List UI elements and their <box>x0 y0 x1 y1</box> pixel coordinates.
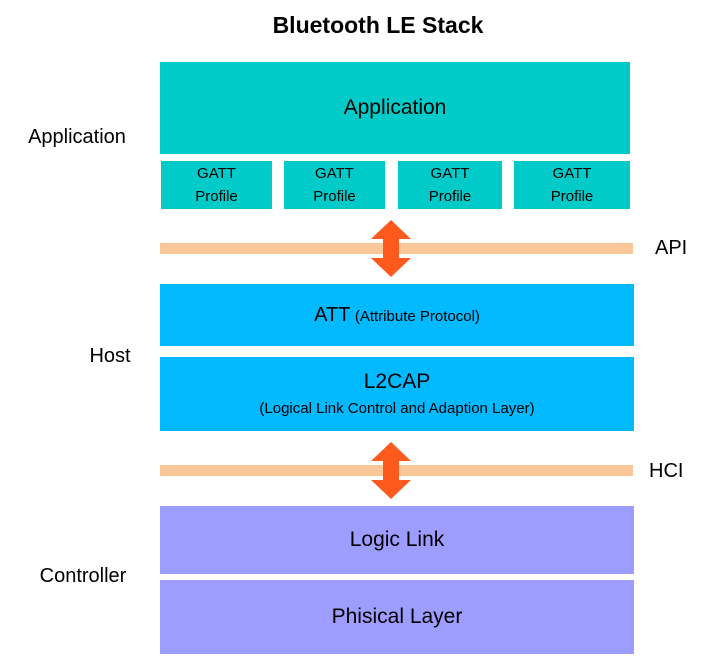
physical-layer: Phisical Layer <box>160 580 634 654</box>
section-label-host: Host <box>89 345 131 367</box>
gatt-profile-4: GATT Profile <box>514 161 630 209</box>
gatt-profile-line2: Profile <box>313 188 356 205</box>
diagram-title: Bluetooth LE Stack <box>272 12 484 38</box>
att-description: (Attribute Protocol) <box>354 307 480 325</box>
l2cap-layer: L2CAP (Logical Link Control and Adaption… <box>160 357 634 431</box>
gatt-profile-line1: GATT <box>315 165 354 182</box>
section-label-application: Application <box>28 126 126 148</box>
gatt-profile-line2: Profile <box>550 188 594 205</box>
gatt-profile-3: GATT Profile <box>398 161 502 209</box>
gatt-profile-2: GATT Profile <box>284 161 385 209</box>
l2cap-description: (Logical Link Control and Adaption Layer… <box>259 400 535 417</box>
gatt-profile-line1: GATT <box>430 165 470 182</box>
logic-link-label: Logic Link <box>349 528 445 551</box>
physical-layer-label: Phisical Layer <box>331 605 463 628</box>
gatt-profile-line2: Profile <box>195 188 238 205</box>
att-name: ATT <box>314 303 351 326</box>
gatt-profile-line2: Profile <box>428 188 472 205</box>
application-layer-label: Application <box>343 96 447 119</box>
gatt-profile-line1: GATT <box>197 165 236 182</box>
logic-link-layer: Logic Link <box>160 506 634 574</box>
hci-double-arrow-icon <box>371 442 411 499</box>
gatt-profile-1: GATT Profile <box>161 161 272 209</box>
l2cap-name: L2CAP <box>363 370 431 393</box>
hci-label: HCI <box>649 460 684 482</box>
api-label: API <box>655 237 688 259</box>
api-double-arrow-icon <box>371 220 411 277</box>
section-label-controller: Controller <box>39 565 127 587</box>
application-layer: Application <box>160 62 630 154</box>
gatt-profile-line1: GATT <box>552 165 592 182</box>
att-layer: ATT (Attribute Protocol) <box>160 284 634 346</box>
